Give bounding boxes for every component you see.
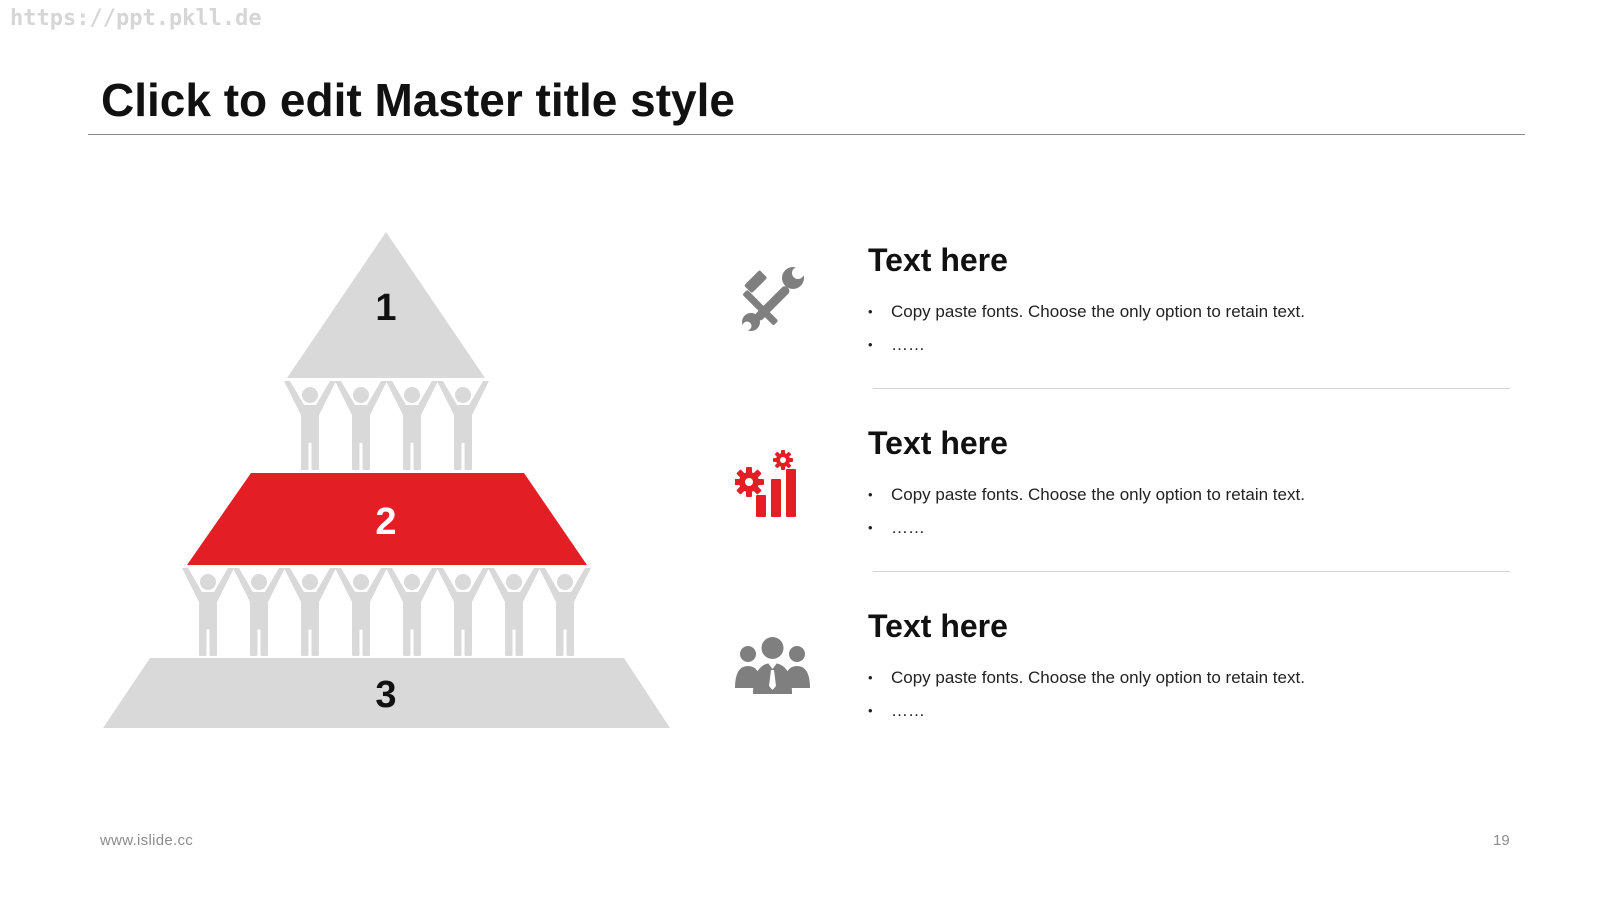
text-item-2: Text here Copy paste fonts. Choose the o… — [735, 425, 1515, 575]
supporter-figure-part — [301, 411, 309, 470]
page-number: 19 — [1493, 832, 1510, 849]
tools-icon — [742, 267, 804, 331]
supporter-figure-part — [455, 387, 471, 403]
supporter-figure-part — [352, 411, 360, 470]
supporter-figure-part — [302, 574, 318, 590]
supporter-figure-part — [362, 411, 370, 470]
supporter-figure-part — [556, 598, 564, 656]
supporter-figure-part — [301, 598, 309, 656]
title-underline — [88, 134, 1525, 135]
pyramid-tier-1[interactable] — [287, 232, 485, 378]
supporter-row-bottom — [182, 568, 591, 656]
item-2-bullet-1[interactable]: Copy paste fonts. Choose the only option… — [868, 478, 1305, 511]
supporter-figure-part — [182, 568, 234, 602]
supporter-figure-part — [455, 574, 471, 590]
supporter-figure-part — [386, 381, 438, 415]
pyramid-label-1: 1 — [375, 287, 396, 329]
supporter-figure-part — [284, 381, 336, 415]
supporter-figure-part — [362, 598, 370, 656]
item-2-heading[interactable]: Text here — [868, 425, 1008, 461]
supporter-row-top — [284, 381, 489, 470]
supporter-figure-part — [353, 387, 369, 403]
supporter-figure-part — [335, 381, 387, 415]
pyramid-tier-2[interactable] — [187, 473, 587, 565]
pyramid-label-3: 3 — [375, 674, 396, 716]
supporter-figure-part — [413, 411, 421, 470]
supporter-figure-part — [454, 411, 462, 470]
supporter-figure-part — [209, 598, 217, 656]
item-3-bullets: Copy paste fonts. Choose the only option… — [868, 661, 1305, 727]
item-3-bullet-1[interactable]: Copy paste fonts. Choose the only option… — [868, 661, 1305, 694]
supporter-figure-part — [386, 568, 438, 602]
supporter-figure-part — [233, 568, 285, 602]
supporter-figure-part — [464, 598, 472, 656]
slide-title[interactable]: Click to edit Master title style — [101, 74, 735, 126]
pyramid-label-2: 2 — [375, 501, 396, 543]
supporter-figure-part — [437, 568, 489, 602]
item-2-bullets: Copy paste fonts. Choose the only option… — [868, 478, 1305, 544]
item-1-bullet-2[interactable]: …… — [868, 328, 1305, 361]
supporter-figure-part — [250, 598, 258, 656]
supporter-figure-part — [311, 411, 319, 470]
team-icon — [735, 637, 810, 694]
supporter-figure-part — [566, 598, 574, 656]
text-item-1: Text here Copy paste fonts. Choose the o… — [735, 242, 1515, 392]
supporter-figure-part — [335, 568, 387, 602]
supporter-figure-part — [199, 598, 207, 656]
pyramid-tier-3[interactable] — [103, 658, 670, 728]
supporter-figure-part — [302, 387, 318, 403]
pyramid-diagram: 1 2 3 — [103, 232, 670, 728]
supporter-figure-part — [260, 598, 268, 656]
footer-url[interactable]: www.islide.cc — [100, 832, 194, 849]
supporter-figure-part — [557, 574, 573, 590]
supporter-figure-part — [404, 387, 420, 403]
supporter-figure-part — [284, 568, 336, 602]
gear-chart-icon — [735, 450, 796, 517]
item-1-bullet-1[interactable]: Copy paste fonts. Choose the only option… — [868, 295, 1305, 328]
supporter-figure-part — [403, 598, 411, 656]
item-divider-1 — [873, 388, 1510, 389]
supporter-figure-part — [403, 411, 411, 470]
supporter-figure-part — [539, 568, 591, 602]
supporter-figure-part — [200, 574, 216, 590]
text-item-3: Text here Copy paste fonts. Choose the o… — [735, 608, 1515, 758]
supporter-figure-part — [488, 568, 540, 602]
supporter-figure-part — [454, 598, 462, 656]
supporter-figure-part — [506, 574, 522, 590]
item-3-heading[interactable]: Text here — [868, 608, 1008, 644]
supporter-figure-part — [353, 574, 369, 590]
supporter-figure-part — [352, 598, 360, 656]
supporter-figure-part — [311, 598, 319, 656]
item-divider-2 — [873, 571, 1510, 572]
item-3-bullet-2[interactable]: …… — [868, 694, 1305, 727]
supporter-figure-part — [515, 598, 523, 656]
watermark: https://ppt.pkll.de — [10, 6, 262, 31]
item-1-heading[interactable]: Text here — [868, 242, 1008, 278]
supporter-figure-part — [437, 381, 489, 415]
item-2-bullet-2[interactable]: …… — [868, 511, 1305, 544]
supporter-figure-part — [413, 598, 421, 656]
item-1-bullets: Copy paste fonts. Choose the only option… — [868, 295, 1305, 361]
supporter-figure-part — [464, 411, 472, 470]
supporter-figure-part — [505, 598, 513, 656]
supporter-figure-part — [404, 574, 420, 590]
supporter-figure-part — [251, 574, 267, 590]
